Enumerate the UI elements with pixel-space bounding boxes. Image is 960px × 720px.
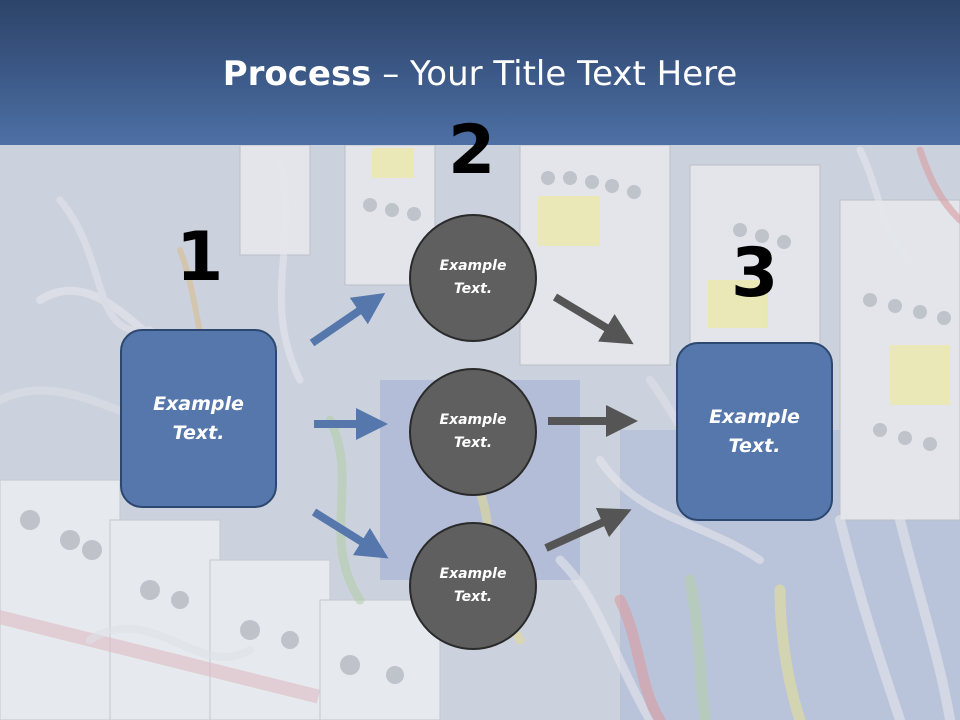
arrow-to-circle-top bbox=[309, 292, 386, 347]
circle-middle-line2: Text. bbox=[453, 435, 493, 451]
step-number-3: 3 bbox=[731, 234, 779, 313]
step-3-box: Example Text. bbox=[676, 342, 833, 521]
circle-top-line2: Text. bbox=[453, 281, 493, 297]
step-number-1: 1 bbox=[176, 218, 224, 297]
circle-middle-line1: Example bbox=[439, 412, 507, 428]
step-number-2: 2 bbox=[448, 111, 496, 190]
step-2-circle-bottom: Example Text. bbox=[409, 522, 537, 650]
page-title: Process – Your Title Text Here bbox=[0, 52, 960, 96]
step-3-text-line2: Text. bbox=[728, 434, 781, 457]
arrow-from-circle-bottom bbox=[544, 507, 632, 552]
step-2-circle-middle: Example Text. bbox=[409, 368, 537, 496]
title-bold: Process bbox=[222, 54, 372, 94]
title-rest: – Your Title Text Here bbox=[371, 54, 738, 94]
step-1-box: Example Text. bbox=[120, 329, 277, 508]
step-1-text-line1: Example bbox=[153, 392, 244, 415]
step-2-circle-top: Example Text. bbox=[409, 214, 537, 342]
title-bar bbox=[0, 0, 960, 145]
circle-bottom-line1: Example bbox=[439, 566, 507, 582]
step-1-text-line2: Text. bbox=[172, 421, 225, 444]
step-3-text-line1: Example bbox=[709, 405, 800, 428]
circle-bottom-line2: Text. bbox=[453, 589, 493, 605]
circle-top-line1: Example bbox=[439, 258, 507, 274]
arrow-to-circle-bottom bbox=[311, 508, 389, 559]
arrow-from-circle-top bbox=[552, 293, 634, 345]
